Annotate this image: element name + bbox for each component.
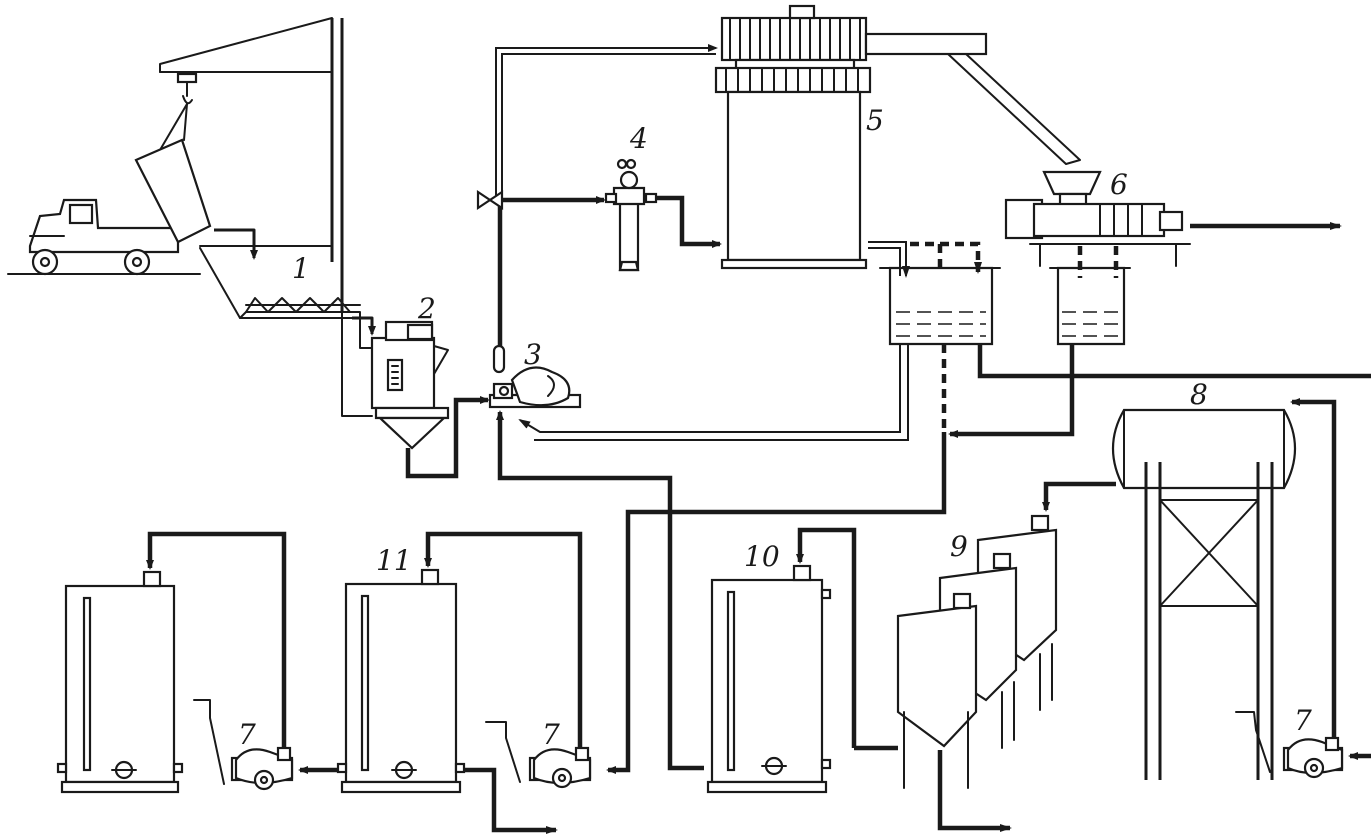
collector-tank-a — [880, 268, 1000, 344]
label-filter: 4 — [629, 122, 648, 155]
vessel-left — [58, 572, 182, 792]
crusher — [342, 312, 448, 448]
label-pump-right: 7 — [1294, 704, 1312, 737]
label-pump-left: 7 — [238, 718, 256, 751]
pump-7-right — [1236, 712, 1342, 777]
label-crusher: 2 — [417, 292, 436, 325]
label-pump: 3 — [524, 338, 542, 371]
vessel-10 — [708, 566, 830, 792]
label-vessel-10: 10 — [744, 540, 780, 573]
collector-tank-b — [1050, 268, 1130, 344]
label-settlers: 9 — [950, 530, 968, 563]
label-vessel-11: 11 — [376, 544, 412, 577]
press-6 — [1006, 172, 1190, 266]
label-press: 6 — [1110, 168, 1128, 201]
filter-4 — [606, 160, 656, 270]
truck — [30, 140, 210, 274]
settlers-9 — [898, 516, 1056, 788]
label-diffuser: 5 — [866, 104, 884, 137]
pump-7-mid — [486, 722, 590, 787]
label-tank: 8 — [1190, 378, 1208, 411]
vessel-11 — [338, 570, 464, 792]
tank-8 — [1113, 410, 1295, 780]
label-pump-mid: 7 — [542, 718, 560, 751]
crane-beam — [160, 18, 332, 150]
label-hopper: 1 — [292, 252, 310, 285]
hopper-conveyor — [200, 230, 360, 318]
